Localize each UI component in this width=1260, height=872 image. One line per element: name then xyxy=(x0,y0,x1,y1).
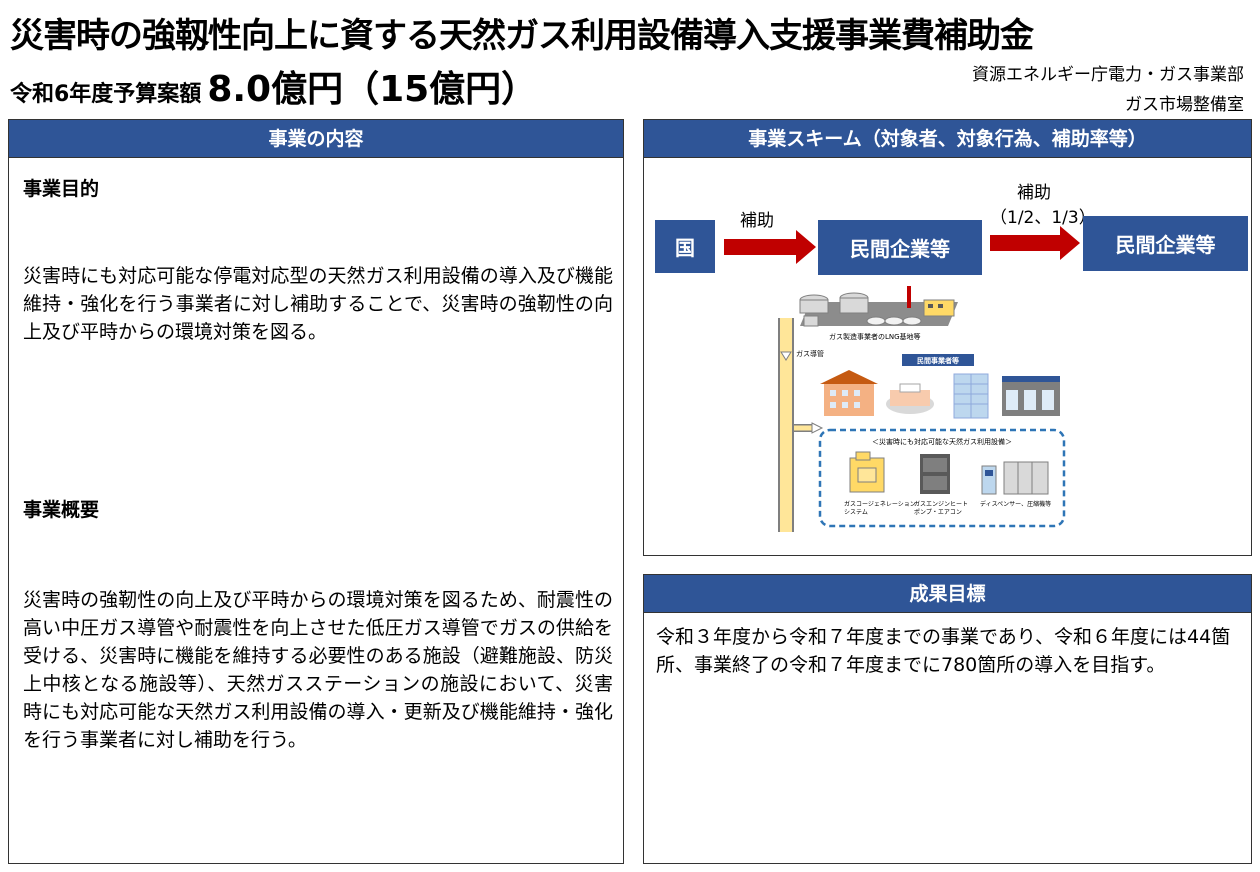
gas-heat-pump-icon xyxy=(920,454,950,494)
result-panel: 成果目標 令和３年度から令和７年度までの事業であり、令和６年度には44箇所、事業… xyxy=(643,574,1252,864)
hospital-building-icon xyxy=(886,383,934,414)
page-title: 災害時の強靱性向上に資する天然ガス利用設備導入支援事業費補助金 xyxy=(10,16,1034,56)
office-building-icon xyxy=(953,373,989,419)
office-name: ガス市場整備室 xyxy=(1125,95,1244,115)
subsidy-rate: （1/2、1/3） xyxy=(990,208,1096,228)
scheme-panel-heading: 事業スキーム（対象者、対象行為、補助率等） xyxy=(644,120,1251,158)
gas-station-icon xyxy=(1002,376,1060,416)
ghp-label-2: ポンプ・エアコン xyxy=(914,508,962,516)
summary-heading: 事業概要 xyxy=(23,499,100,521)
subsidy-label-2-line1: 補助 xyxy=(1017,183,1051,203)
facility-building-icon xyxy=(820,370,878,416)
content-panel-heading: 事業の内容 xyxy=(9,120,623,158)
private-company-box-1: 民間企業等 xyxy=(818,220,982,275)
lng-base-label: ガス製造事業者のLNG基地等 xyxy=(829,332,921,341)
result-text: 令和３年度から令和７年度までの事業であり、令和６年度には44箇所、事業終了の令和… xyxy=(656,626,1231,676)
dispenser-compressor-icon xyxy=(981,461,1049,495)
purpose-heading: 事業目的 xyxy=(23,178,100,200)
country-box: 国 xyxy=(655,220,715,273)
budget-label: 令和6年度予算案額 xyxy=(10,82,202,107)
private-company-box-2: 民間企業等 xyxy=(1083,216,1248,271)
content-panel: 事業の内容 事業目的 災害時にも対応可能な停電対応型の天然ガス利用設備の導入及び… xyxy=(8,119,624,864)
gas-supply-illustration: ガス製造事業者のLNG基地等 ガス導管 民間事業者等 xyxy=(778,286,1066,532)
equipment-box-label: ＜災害時にも対応可能な天然ガス利用設備＞ xyxy=(872,437,1012,446)
private-business-label: 民間事業者等 xyxy=(917,356,959,365)
department-name: 資源エネルギー庁電力・ガス事業部 xyxy=(972,65,1244,85)
dispenser-label: ディスペンサー、圧縮機等 xyxy=(980,500,1051,508)
department-info: 資源エネルギー庁電力・ガス事業部 ガス市場整備室 xyxy=(972,60,1244,120)
cogeneration-unit-icon xyxy=(849,451,885,493)
result-panel-heading: 成果目標 xyxy=(644,575,1251,613)
subsidy-arrow-1 xyxy=(724,230,816,264)
summary-text: 災害時の強靭性の向上及び平時からの環境対策を図るため、耐震性の高い中圧ガス導管や… xyxy=(23,589,613,751)
gas-pipe-label: ガス導管 xyxy=(796,349,824,358)
subsidy-label-2: 補助 （1/2、1/3） xyxy=(990,178,1096,228)
cogeneration-label-2: システム xyxy=(844,509,868,516)
purpose-text: 災害時にも対応可能な停電対応型の天然ガス利用設備の導入及び機能維持・強化を行う事… xyxy=(23,265,614,343)
budget-amount: 8.0億円（15億円） xyxy=(207,69,538,110)
subsidy-label-1: 補助 xyxy=(740,211,774,231)
scheme-panel: 事業スキーム（対象者、対象行為、補助率等） 国 補助 民間企業等 補助 （1/2… xyxy=(643,119,1252,556)
ghp-label-1: ガスエンジンヒート xyxy=(914,500,968,508)
cogeneration-label-1: ガスコージェネレーション xyxy=(844,500,916,508)
subsidy-arrow-2 xyxy=(990,226,1080,260)
